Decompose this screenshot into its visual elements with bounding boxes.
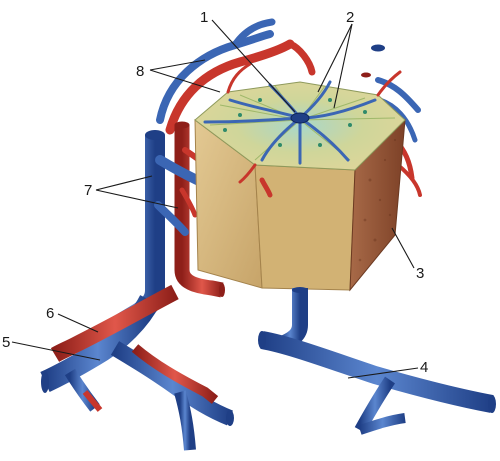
label-8: 8	[136, 63, 144, 80]
hepatic-vein	[258, 287, 496, 435]
leader-8b	[149, 69, 221, 93]
portal-vein-down	[174, 390, 196, 451]
artery-branch-top	[286, 40, 316, 76]
interlobular-vein-arc	[156, 30, 274, 124]
leader-2a	[317, 23, 353, 93]
leader-7b	[95, 189, 179, 209]
leader-7a	[95, 175, 153, 191]
central-vein	[290, 112, 310, 124]
leader-5	[11, 341, 101, 361]
lobule-front-face	[254, 164, 356, 291]
leader-3	[391, 227, 415, 269]
portal-vein-lower	[110, 341, 234, 426]
vein-branch-top	[231, 18, 276, 49]
label-2: 2	[346, 9, 354, 26]
label-4: 4	[420, 359, 428, 376]
leader-1	[211, 19, 296, 113]
leader-6	[57, 313, 99, 333]
artery-lower	[131, 344, 219, 404]
vein-lower-branch	[154, 201, 189, 236]
hepatic-vein-branch-2	[358, 413, 406, 435]
label-7: 7	[84, 182, 92, 199]
lower-left-trunks	[40, 284, 234, 451]
front-arteriole	[259, 177, 273, 198]
top-arterioles	[226, 62, 402, 184]
artery-lower-branch	[179, 187, 198, 218]
interlobular-artery-arc	[165, 39, 295, 135]
bile-ductules	[223, 98, 367, 147]
leader-4	[347, 367, 419, 379]
number-labels: 1 2 3 4 5 6 7 8	[2, 9, 428, 376]
left-artery	[174, 125, 224, 298]
right-vein-branch	[375, 77, 421, 113]
label-6: 6	[46, 305, 54, 322]
artery-left-tip	[82, 390, 103, 412]
liver-lobule-block	[194, 62, 406, 292]
label-5: 5	[2, 334, 10, 351]
hepatic-vein-trunk	[260, 331, 494, 413]
label-1: 1	[200, 9, 208, 26]
label-3: 3	[416, 265, 424, 282]
leader-2b	[333, 23, 353, 109]
leader-8a	[149, 59, 206, 71]
leader-lines	[11, 19, 419, 379]
